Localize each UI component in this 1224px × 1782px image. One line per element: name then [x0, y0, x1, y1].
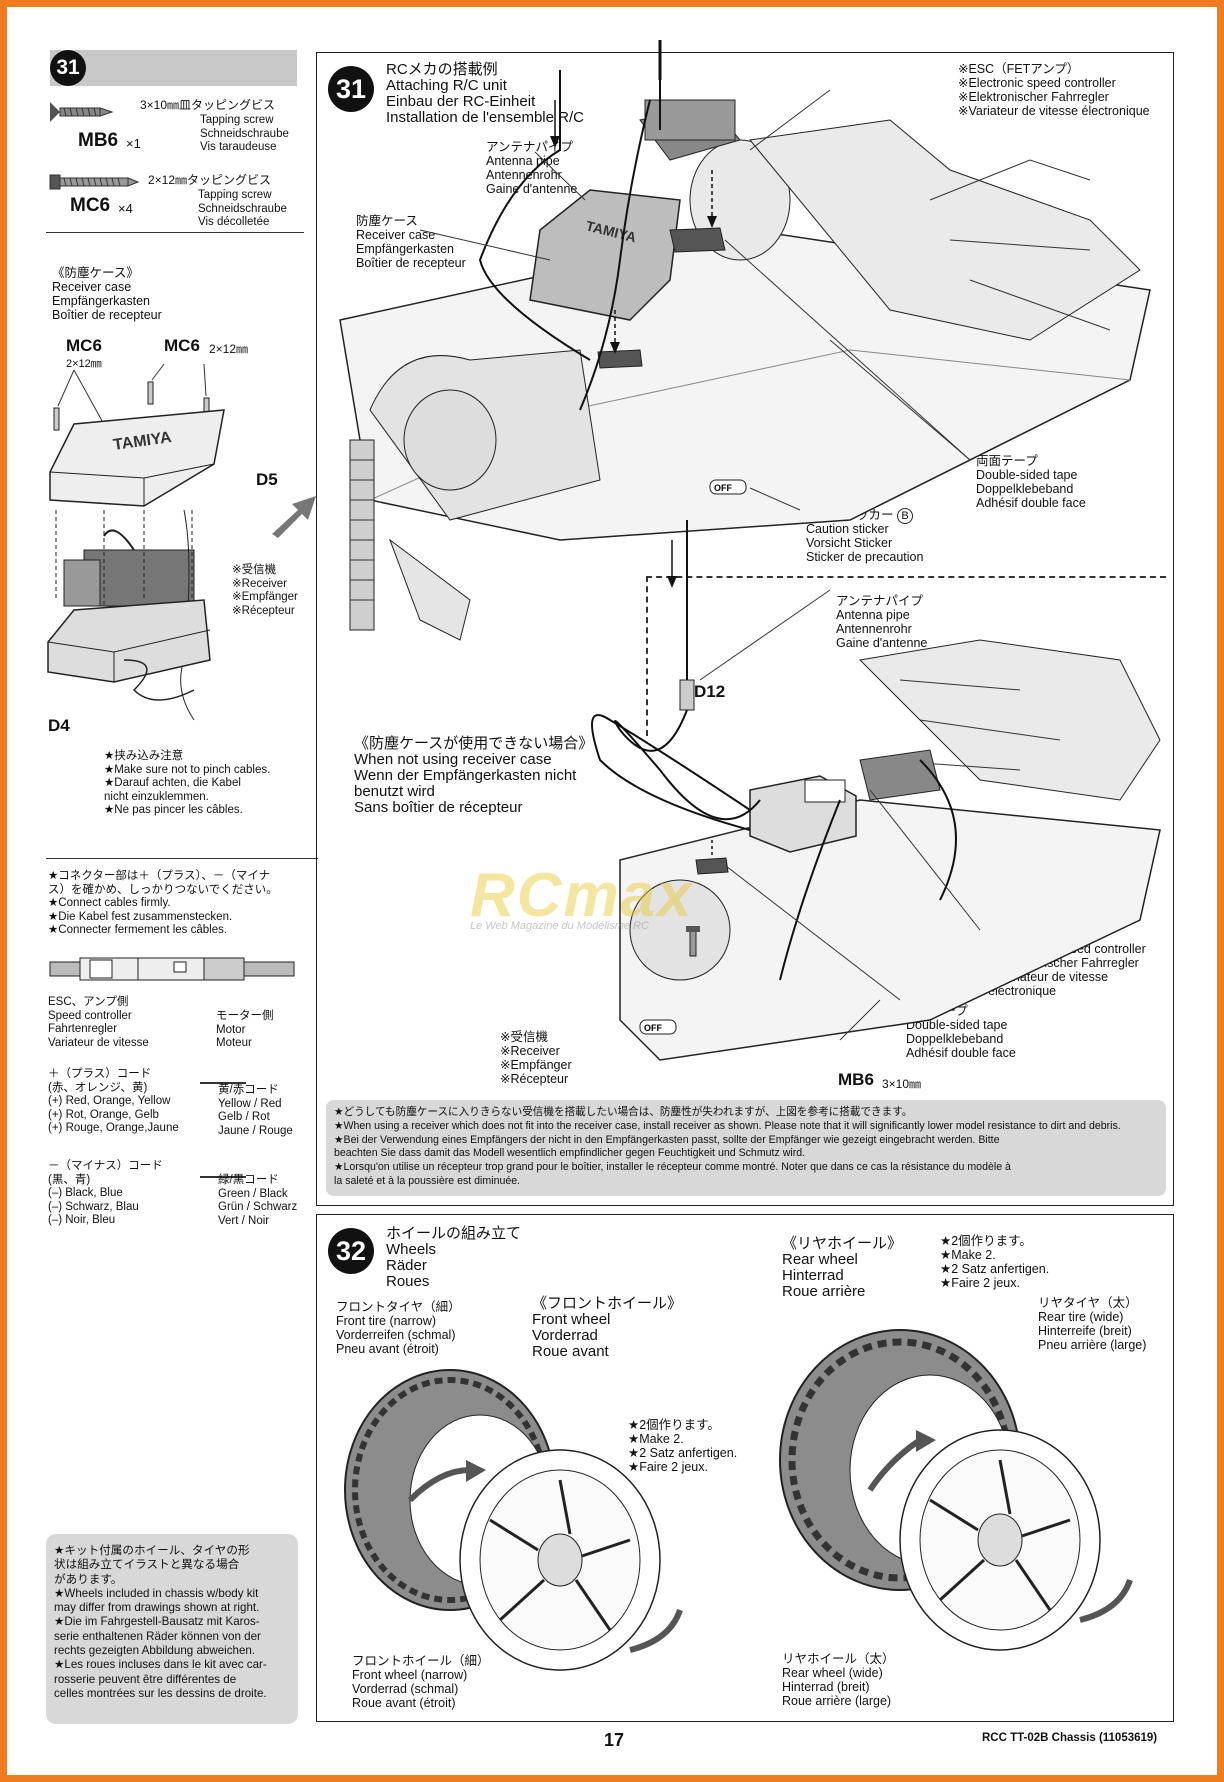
- mc6-left-callout: MC6: [66, 336, 102, 355]
- receiver-warning-text: ★どうしても防塵ケースに入りきらない受信機を搭載したい場合は、防塵性が失われます…: [334, 1106, 1121, 1187]
- esc-label-top: ※ESC（FETアンプ） ※Electronic speed controlle…: [958, 62, 1150, 118]
- plus-cord-label: ＋（プラス）コード (赤、オレンジ、黄) (+) Red, Orange, Ye…: [48, 1068, 179, 1134]
- mb6-code: MB6: [78, 130, 119, 151]
- step-32-title: ホイールの組み立て Wheels Räder Roues: [386, 1225, 522, 1290]
- make-2-front: ★2個作ります。 ★Make 2. ★2 Satz anfertigen. ★F…: [628, 1418, 738, 1474]
- caution-sticker-lines: Caution sticker Vorsicht Sticker Sticker…: [806, 522, 924, 564]
- mb6-size-label: 3×10㎜皿タッピングビス: [140, 98, 276, 112]
- d4-label: D4: [48, 716, 70, 735]
- double-tape-label-top: 両面テープ Double-sided tape Doppelklebeband …: [976, 454, 1086, 510]
- direction-arrow-icon: [272, 496, 316, 538]
- front-wheel-illustration: [344, 1369, 683, 1671]
- receiver-note: ※受信機 ※Receiver ※Empfänger ※Récepteur: [232, 564, 298, 617]
- antenna-pipe-label-sub: アンテナパイプ Antenna pipe Antennenrohr Gaine …: [836, 594, 928, 650]
- step-31-title: RCメカの搭載例 Attaching R/C unit Einbau der R…: [386, 61, 584, 126]
- esc-side-label: ESC、アンプ側 Speed controller Fahrtenregler …: [48, 996, 149, 1049]
- connector-note: ★コネクター部は＋（プラス）、－（マイナ ス）を確かめ、しっかりつないでください…: [48, 870, 278, 936]
- subframe-dash-left: [646, 576, 648, 736]
- kit-wheels-note-box: ★キット付属のホイール、タイヤの形 状は組み立てイラストと異なる場合 があります…: [46, 1534, 298, 1724]
- parts-divider: [46, 232, 304, 233]
- mc6-right-size: 2×12㎜: [209, 342, 249, 356]
- mc6-description: Tapping screw Schneidschraube Vis décoll…: [198, 189, 287, 228]
- receiver-without-case-illustration: OFF: [591, 520, 1161, 1061]
- minus-cord-connector-line: [200, 1176, 246, 1178]
- rear-wheel-label: リヤホイール（太） Rear wheel (wide) Hinterrad (b…: [782, 1652, 895, 1708]
- kit-wheels-note-text: ★キット付属のホイール、タイヤの形 状は組み立てイラストと異なる場合 があります…: [54, 1544, 267, 1700]
- minus-cord-label: －（マイナス）コード (黒、青) (–) Black, Blue (–) Sch…: [48, 1160, 163, 1226]
- receiver-case-title: 《防塵ケース》 Receiver case Empfängerkasten Bo…: [52, 266, 162, 322]
- mb6-sub-size: 3×10㎜: [882, 1077, 922, 1091]
- receiver-warning-box: ★どうしても防塵ケースに入りきらない受信機を搭載したい場合は、防塵性が失われます…: [326, 1100, 1166, 1196]
- svg-text:OFF: OFF: [644, 1023, 662, 1033]
- step-32-panel: [316, 1214, 1174, 1722]
- rear-wheel-title: 《リヤホイール》 Rear wheel Hinterrad Roue arriè…: [782, 1235, 903, 1300]
- receiver-case-label: 防塵ケース Receiver case Empfängerkasten Boît…: [356, 214, 466, 270]
- receiver-label-sub: ※受信機 ※Receiver ※Empfänger ※Récepteur: [500, 1030, 572, 1086]
- green-black-label: 緑/黒コード Green / Black Grün / Schwarz Vert…: [218, 1174, 298, 1227]
- mc6-right-callout: MC6: [164, 336, 200, 355]
- mc6-code: MC6: [70, 195, 111, 216]
- rear-wheel-illustration: [779, 1329, 1133, 1651]
- step-31-badge: 31: [50, 50, 86, 86]
- countersunk-screw-icon: [50, 102, 114, 122]
- tapping-screw-icon: [49, 174, 140, 190]
- connector-illustration: [49, 957, 295, 981]
- receiver-case-exploded-illustration: TAMIYA: [47, 363, 225, 721]
- watermark-logo: RCmax: [470, 861, 694, 930]
- step-31-main-badge: 31: [328, 66, 374, 112]
- footer-model-code: RCC TT-02B Chassis (11053619): [982, 1732, 1158, 1744]
- d5-label: D5: [256, 470, 278, 489]
- motor-side-label: モーター側 Motor Moteur: [216, 1010, 274, 1049]
- rear-tire-label: リヤタイヤ（太） Rear tire (wide) Hinterreife (b…: [1038, 1296, 1147, 1352]
- front-tire-label: フロントタイヤ（細） Front tire (narrow) Vorderrei…: [336, 1300, 461, 1356]
- step-31-header-bar: [50, 50, 297, 86]
- step-31-main-panel: [316, 52, 1174, 1206]
- chassis-rc-unit-illustration: TAMIYA OFF: [339, 40, 1151, 641]
- caution-sticker-mark: B: [897, 508, 913, 524]
- step-32-badge: 32: [328, 1228, 374, 1274]
- yellow-red-label: 黄/赤コード Yellow / Red Gelb / Rot Jaune / R…: [218, 1084, 293, 1137]
- mb6-description: Tapping screw Schneidschraube Vis taraud…: [200, 114, 289, 153]
- mc6-left-size: 2×12㎜: [66, 358, 102, 370]
- front-wheel-label: フロントホイール（細） Front wheel (narrow) Vorderr…: [352, 1654, 490, 1710]
- svg-text:OFF: OFF: [714, 483, 732, 493]
- plus-cord-connector-line: [200, 1082, 246, 1084]
- subframe-dash-top: [646, 576, 1166, 578]
- mb6-sub-code: MB6: [838, 1070, 874, 1089]
- front-wheel-title: 《フロントホイール》 Front wheel Vorderrad Roue av…: [532, 1295, 683, 1360]
- connector-divider: [46, 858, 318, 859]
- d12-label: D12: [694, 682, 726, 701]
- pinch-warning: ★挟み込み注意 ★Make sure not to pinch cables. …: [104, 750, 271, 816]
- mc6-qty: ×4: [118, 201, 133, 216]
- antenna-pipe-label-top: アンテナパイプ Antenna pipe Antennenrohr Gaine …: [486, 140, 578, 196]
- mb6-qty: ×1: [126, 136, 141, 151]
- make-2-rear: ★2個作ります。 ★Make 2. ★2 Satz anfertigen. ★F…: [940, 1234, 1050, 1290]
- page-number: 17: [604, 1730, 625, 1750]
- no-case-title: 《防塵ケースが使用できない場合》 When not using receiver…: [354, 735, 594, 816]
- mc6-size-label: 2×12㎜タッピングビス: [148, 173, 272, 187]
- watermark-subtitle: Le Web Magazine du Modélisme RC: [470, 920, 649, 932]
